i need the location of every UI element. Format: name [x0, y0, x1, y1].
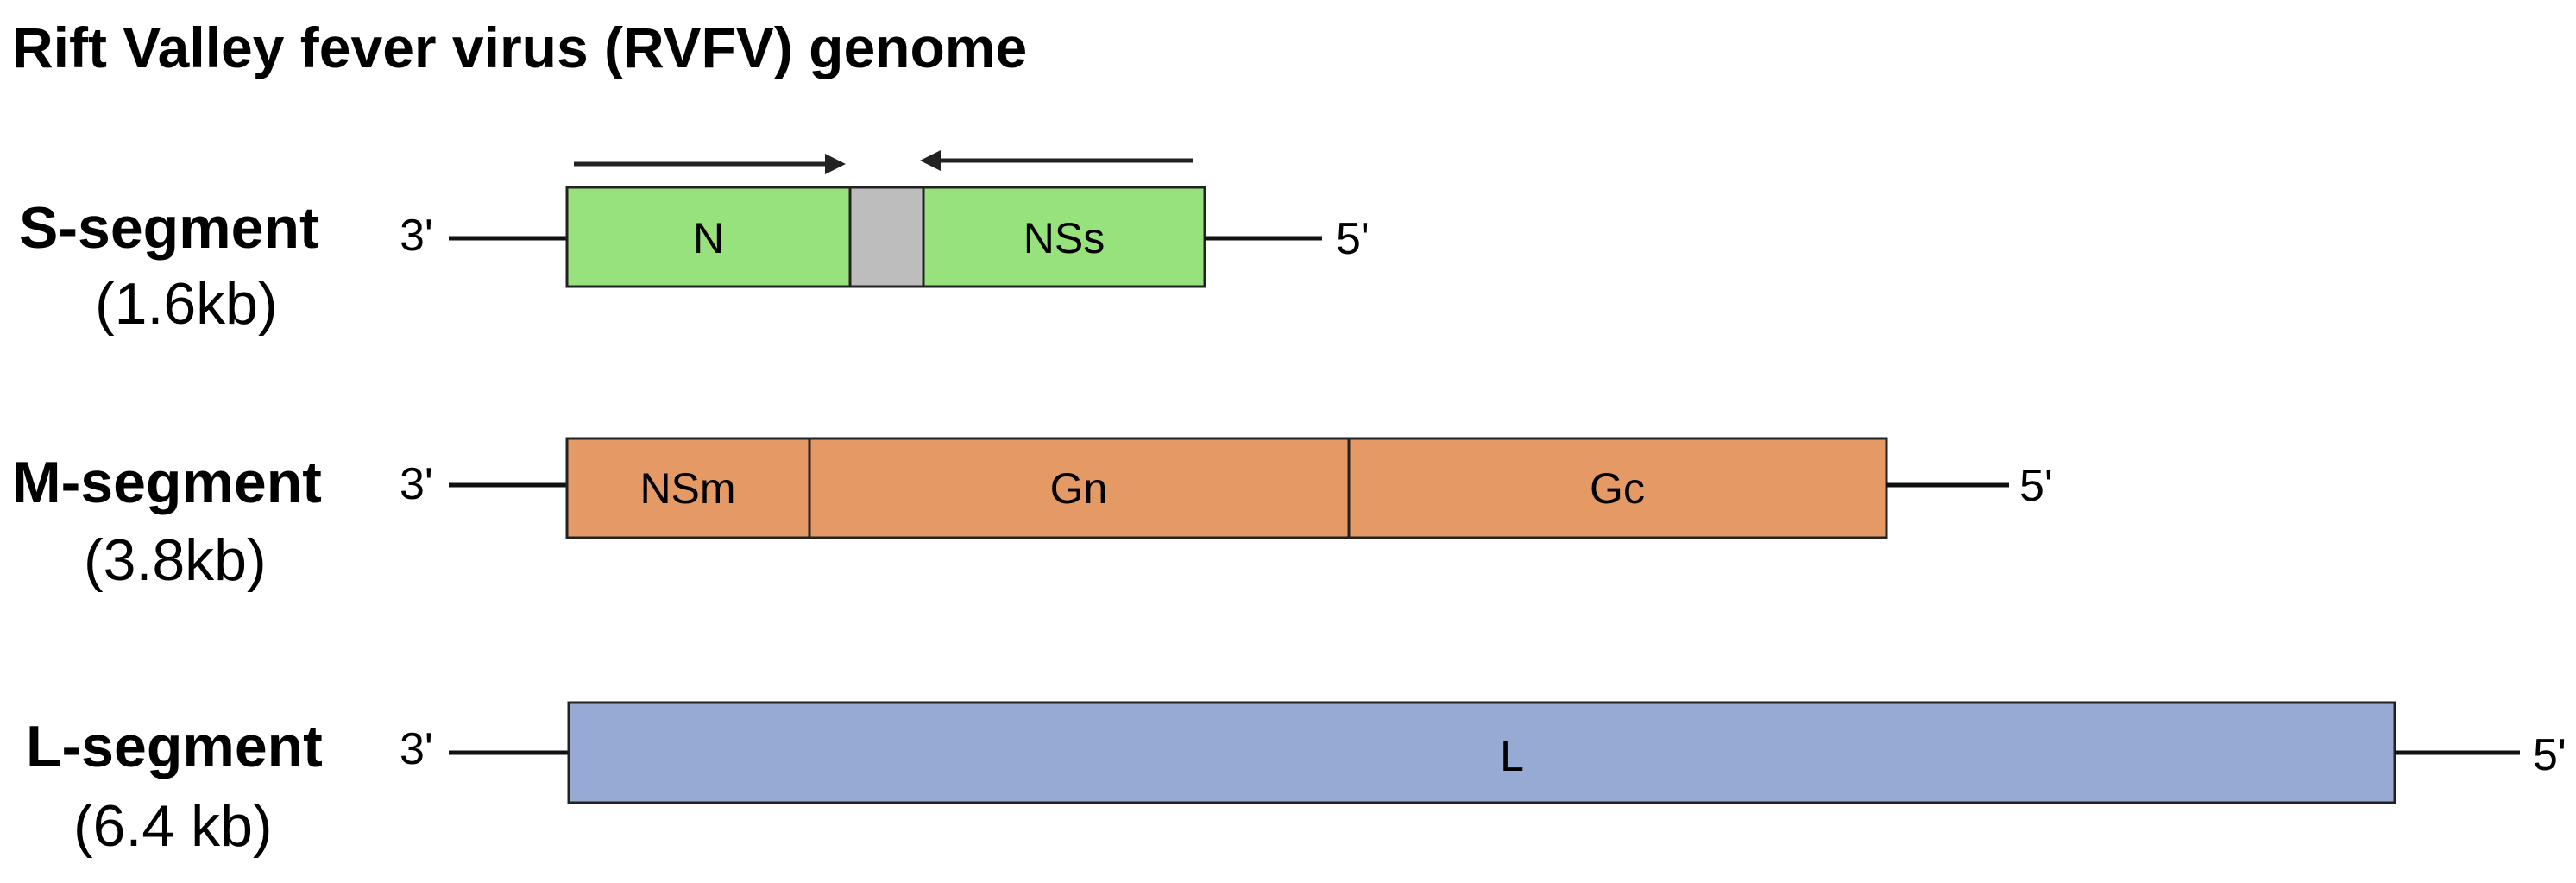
s-segment-3prime-label: 3'	[400, 211, 433, 261]
s-segment-5prime-label: 5'	[1336, 214, 1370, 264]
m-segment-gene-gn-label: Gn	[1050, 464, 1108, 513]
m-segment-gene-nsm-box	[565, 437, 811, 539]
m-segment-size: (3.8kb)	[84, 527, 267, 593]
s-segment-gene-nss-label: NSs	[1023, 214, 1105, 262]
l-segment-name: L-segment	[26, 714, 323, 779]
s-segment-gene-nss-box	[922, 186, 1206, 288]
s-segment-intergenic-region-box	[848, 186, 925, 288]
s-segment-name: S-segment	[19, 195, 319, 261]
diagram-title: Rift Valley fever virus (RVFV) genome	[12, 16, 1027, 79]
nss-antisense-arrow-icon	[920, 150, 1193, 171]
l-segment-5prime-label: 5'	[2533, 730, 2567, 780]
m-segment: M-segment (3.8kb) 3' NSm Gn Gc 5'	[12, 437, 2053, 593]
s-segment: S-segment (1.6kb) 3' N NSs 5'	[19, 150, 1370, 337]
m-segment-gene-gn-box	[808, 437, 1351, 539]
m-segment-name: M-segment	[12, 450, 322, 515]
l-segment-gene-l-box	[567, 701, 2396, 804]
m-segment-gene-nsm-label: NSm	[639, 464, 735, 513]
s-segment-gene-n-label: N	[693, 214, 724, 262]
l-segment: L-segment (6.4 kb) 3' L 5'	[26, 701, 2567, 859]
l-segment-size: (6.4 kb)	[73, 793, 273, 859]
m-segment-gene-gc-label: Gc	[1590, 464, 1645, 513]
m-segment-gene-gc-box	[1347, 437, 1888, 539]
n-sense-arrow-icon	[574, 154, 846, 174]
m-segment-3prime-label: 3'	[400, 459, 433, 509]
m-segment-5prime-label: 5'	[2019, 461, 2053, 511]
l-segment-3prime-label: 3'	[400, 724, 433, 774]
s-segment-size: (1.6kb)	[95, 271, 278, 337]
l-segment-gene-l-label: L	[1500, 732, 1524, 780]
